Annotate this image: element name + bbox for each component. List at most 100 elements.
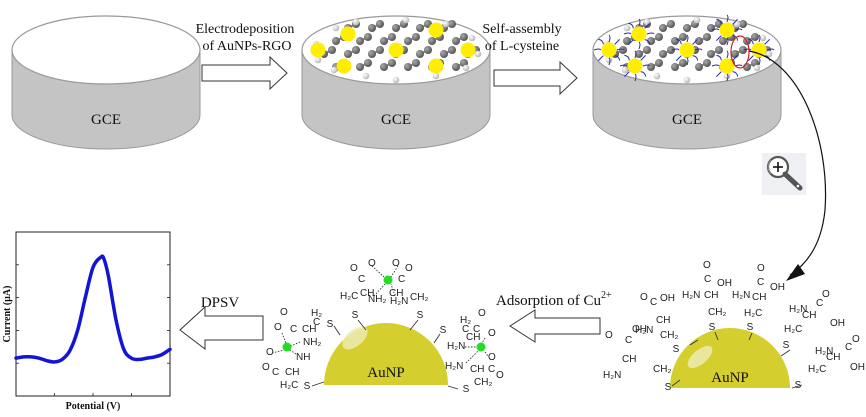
step-arrow-3: Adsorption of Cu2+	[496, 290, 612, 343]
atom-label: CH	[622, 354, 636, 365]
carbon-atom	[671, 63, 679, 71]
cysteine-chain	[726, 37, 729, 46]
carbon-atom	[404, 63, 412, 71]
carbon-atom	[388, 59, 396, 67]
atom-label: H₂C	[340, 291, 358, 302]
atom-label: H₂N	[789, 304, 807, 315]
step3-label: Adsorption of Cu	[496, 293, 602, 309]
right-arrow-icon	[493, 60, 578, 96]
carbon-atom	[380, 63, 388, 71]
carbon-atom	[364, 33, 372, 41]
carbon-atom	[416, 50, 424, 58]
hydrogen-atom	[474, 50, 482, 58]
atom-label: O	[852, 334, 860, 345]
atom-label: OH	[850, 362, 865, 373]
step2-text-line2: of L-cysteine	[485, 39, 559, 54]
cysteine-chain	[614, 39, 620, 45]
carbon-atom	[376, 20, 384, 28]
sulfur-atom: S	[673, 344, 680, 355]
cysteine-chain	[716, 18, 722, 25]
carbon-atom	[659, 50, 667, 58]
gold-nanoparticle	[719, 22, 735, 38]
atom-label: CH	[389, 288, 403, 299]
left-arrow-icon	[509, 309, 601, 343]
cysteine-chain	[640, 55, 646, 61]
atom-label: CH	[470, 364, 484, 375]
carbon-atom	[695, 63, 703, 71]
hydrogen-atom	[621, 66, 629, 74]
step4-text: DPSV	[201, 295, 240, 311]
right-arrow-icon	[201, 55, 288, 91]
atom-label: C	[358, 274, 365, 285]
carbon-atom	[364, 59, 372, 67]
carbon-atom	[332, 37, 340, 45]
bond	[333, 325, 341, 336]
atom-label: CH₂	[410, 292, 428, 303]
cysteine-chain	[726, 14, 729, 23]
cysteine-chain	[764, 39, 770, 45]
cysteine-chain	[692, 55, 699, 61]
carbon-atom	[460, 33, 468, 41]
connector-curve	[748, 50, 827, 276]
cysteine-chain	[676, 55, 682, 61]
cysteine-chain	[686, 34, 689, 43]
hydrogen-atom	[683, 76, 691, 84]
atom-label: OH	[717, 278, 732, 289]
carbon-atom	[671, 37, 679, 45]
carbon-atom	[392, 24, 400, 32]
copper-ion	[476, 342, 486, 352]
cysteine-chain	[619, 64, 628, 67]
sulfur-atom: S	[304, 381, 311, 392]
hydrogen-atom	[314, 56, 322, 64]
carbon-atom	[328, 46, 336, 54]
gold-nanoparticle	[310, 42, 326, 58]
carbon-atom	[416, 24, 424, 32]
cysteine-chain	[716, 54, 722, 61]
carbon-atom	[703, 59, 711, 67]
atom-label: H₂C	[808, 364, 826, 375]
cysteine-chain	[624, 54, 630, 61]
atom-label: O	[488, 352, 496, 363]
highlight-ring	[730, 35, 750, 69]
atom-label: CH₂	[653, 364, 671, 375]
gold-nanoparticle	[631, 26, 647, 42]
cysteine-chain	[593, 48, 602, 51]
particle-shine	[342, 326, 368, 350]
bond	[689, 339, 699, 346]
cysteine-chain	[726, 73, 729, 82]
atom-label: O	[368, 258, 376, 269]
coordination-bond	[484, 351, 489, 357]
atom-label: C	[816, 298, 823, 309]
cysteine-chain	[608, 34, 611, 43]
sulfur-atom: S	[795, 380, 802, 391]
carbon-atom	[368, 50, 376, 58]
magnifier-plus-icon	[762, 153, 806, 195]
cysteine-chain	[726, 50, 729, 59]
gold-nanoparticle	[336, 58, 352, 74]
cysteine-chain	[732, 19, 738, 25]
carbon-atom	[448, 46, 456, 54]
atom-label: CH₂	[660, 330, 678, 341]
step-arrow-2: Self-assembly of L-cysteine	[482, 22, 578, 96]
hydrogen-atom	[693, 16, 701, 24]
cysteine-chain	[758, 57, 761, 66]
atom-label: C	[488, 364, 495, 375]
atom-label: O	[392, 258, 400, 269]
carbon-atom	[452, 37, 460, 45]
particle-shine	[687, 345, 713, 369]
step1-text-line2: of AuNPs-RGO	[202, 39, 291, 54]
atom-label: H₂C	[280, 380, 298, 391]
cysteine-chain	[628, 39, 634, 45]
gold-nanoparticle	[460, 42, 476, 58]
electrode-top	[11, 15, 201, 85]
atom-label: CH	[656, 315, 670, 326]
atom-label: O	[605, 330, 613, 341]
atom-label: C	[313, 317, 320, 328]
atom-label: O	[274, 322, 282, 333]
cysteine-chain	[640, 71, 647, 77]
atom-label: CH	[752, 292, 766, 303]
carbon-atom	[448, 20, 456, 28]
carbon-atom	[679, 59, 687, 67]
